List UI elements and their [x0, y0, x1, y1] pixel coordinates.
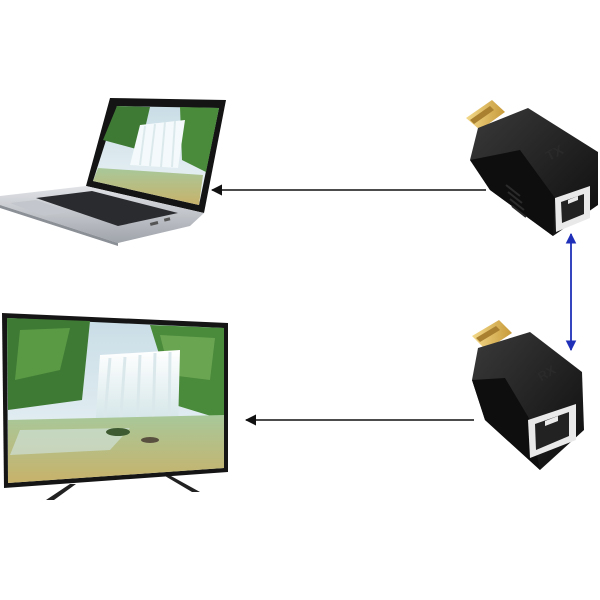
tv-screen — [7, 318, 224, 483]
tx-marking: TX — [543, 141, 567, 164]
hdmi-extender-tx-icon: TX — [466, 100, 598, 236]
tv-icon — [2, 313, 228, 500]
hdmi-extender-rx-icon: RX — [472, 320, 584, 470]
laptop-icon — [0, 98, 226, 246]
laptop-screen — [93, 106, 219, 205]
